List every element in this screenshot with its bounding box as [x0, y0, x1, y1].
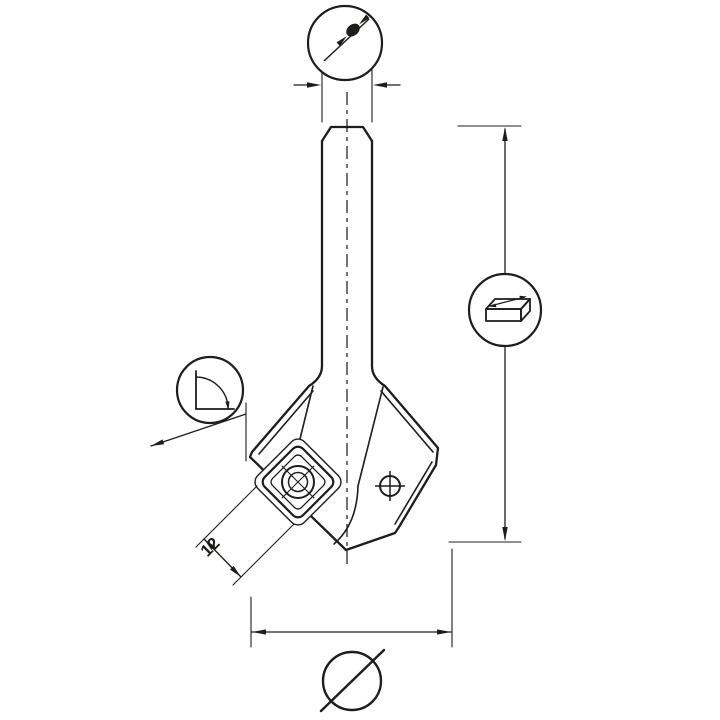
icon-circle	[175, 355, 245, 425]
size-extension-line	[232, 523, 295, 586]
arrow-down-icon	[502, 527, 508, 541]
bevel-edge-left	[258, 390, 314, 455]
screw-symbol	[375, 471, 405, 501]
cutting-diameter-dimension	[250, 548, 453, 713]
diameter-symbol-circle	[321, 650, 383, 712]
panel-side-face	[520, 298, 531, 322]
crosshair-icon	[281, 465, 315, 499]
arrow-right-icon	[437, 629, 451, 635]
arrow-down-icon	[225, 401, 230, 410]
cutter-body	[248, 364, 440, 552]
arrow-down-right-icon	[230, 565, 241, 577]
size-extension-line	[195, 485, 258, 548]
icon-circle	[306, 4, 384, 82]
cutting-angle-icon	[175, 355, 245, 425]
arrow-up-left-icon	[204, 539, 215, 550]
arrow-left-icon	[373, 82, 387, 88]
diameter-symbol-slash	[319, 648, 386, 713]
angle-leader-line	[150, 413, 247, 447]
arrow-left-icon	[252, 629, 266, 635]
arrow-left-icon	[151, 439, 165, 446]
chip-gullet-arc	[333, 485, 359, 545]
shank-cross-section-dot	[346, 23, 360, 37]
insert	[254, 438, 342, 526]
diameter-icon	[319, 648, 386, 713]
icon-circle	[467, 272, 543, 348]
relief-edge-right	[394, 461, 433, 525]
arrow-down-left-icon	[359, 14, 370, 25]
arrow-left-icon	[488, 303, 497, 308]
panel-material-icon	[467, 272, 543, 348]
pocket-wall-right	[357, 386, 384, 487]
arrow-up-right-icon	[336, 36, 347, 46]
bevel-edge-right	[380, 390, 434, 453]
arrow-up-icon	[502, 127, 508, 141]
measure-line	[323, 18, 370, 62]
panel-measure-line	[489, 296, 526, 307]
pocket-wall-left	[298, 385, 314, 444]
arrow-right-icon	[519, 295, 527, 300]
shank-diameter-icon	[306, 4, 384, 82]
cutter-body-outline	[248, 364, 440, 552]
shank-diameter-dimension	[293, 69, 401, 123]
arrow-right-icon	[307, 82, 321, 88]
angle-dimension	[150, 402, 247, 462]
